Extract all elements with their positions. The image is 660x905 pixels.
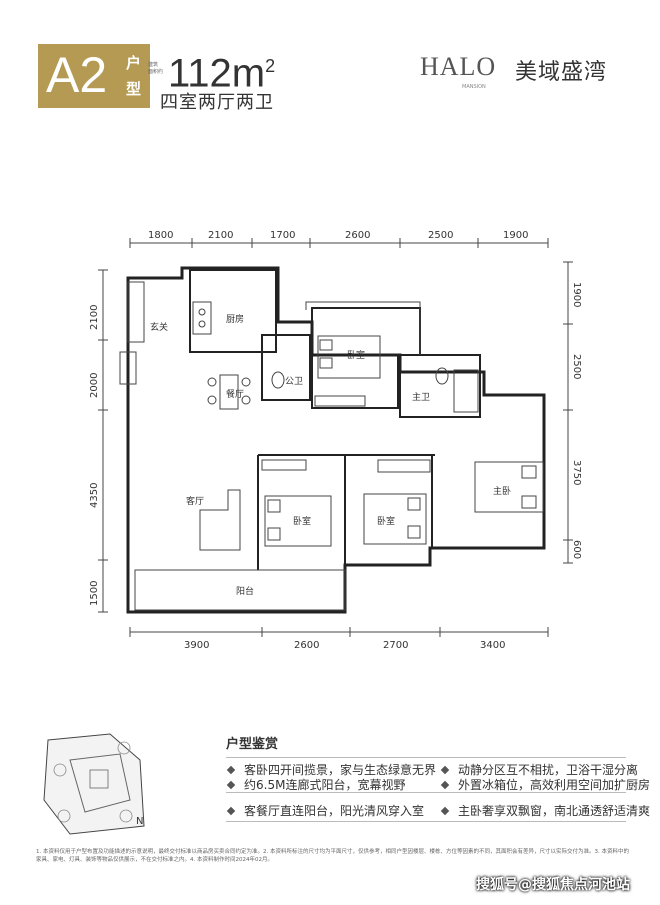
furniture: [192, 301, 544, 547]
feature-item: 客卧四开间揽景，家与生态绿意无界: [226, 761, 436, 778]
divider: [226, 792, 626, 793]
unit-area: 112m2: [168, 51, 276, 96]
room-labels: 玄关 厨房 公卫 卧室 主卫 餐厅 客厅 卧室 卧室 主卧 阳台: [150, 313, 511, 597]
room-public-bath: 公卫: [285, 376, 303, 387]
divider: [226, 757, 626, 758]
dim-top-4: 2600: [345, 230, 370, 241]
room-balcony: 阳台: [236, 585, 254, 597]
dimension-labels: 1800 2100 1700 2600 2500 1900 3900 2600 …: [89, 230, 582, 651]
watermark: 搜狐号@搜狐焦点河池站: [476, 877, 630, 893]
dimension-lines: [98, 238, 573, 637]
dim-left-2: 2000: [89, 373, 100, 398]
dim-right-2: 2500: [571, 354, 582, 379]
feature-item: 动静分区互不相扰，卫浴干湿分离: [440, 761, 638, 778]
bullet-icon: [440, 765, 450, 775]
dim-top-2: 2100: [208, 230, 233, 241]
room-dining: 餐厅: [226, 388, 244, 400]
room-entrance: 玄关: [150, 321, 168, 333]
dim-top-5: 2500: [428, 230, 453, 241]
dim-bottom-1: 3900: [184, 640, 209, 651]
dim-right-1: 1900: [571, 282, 582, 307]
feature-item: 客餐厅直连阳台，阳光清风穿入室: [226, 802, 424, 819]
bullet-icon: [226, 780, 236, 790]
bullet-icon: [440, 806, 450, 816]
bullet-icon: [440, 780, 450, 790]
bullet-icon: [226, 765, 236, 775]
dim-right-3: 3750: [571, 460, 582, 485]
disclaimer-notes: 1. 本资料仅用于户型布置及功能描述的示意说明，最终交付标准以商品房买卖合同约定…: [36, 849, 629, 863]
dim-bottom-3: 2700: [383, 640, 408, 651]
dim-bottom-2: 2600: [294, 640, 319, 651]
feature-item: 主卧奢享双飘窗，南北通透舒适清爽: [440, 802, 650, 819]
logo-english: HALO: [420, 52, 497, 81]
room-bedroom-b: 卧室: [377, 515, 395, 527]
unit-suffix: 户型: [126, 54, 142, 98]
compass-icon: N: [136, 816, 144, 827]
room-master-bath: 主卫: [412, 391, 430, 403]
feature-item: 外置冰箱位，高效利用空间加扩厨房: [440, 776, 650, 793]
dim-left-1: 2100: [89, 305, 100, 330]
room-bedroom-a: 卧室: [293, 515, 311, 527]
room-bedroom-top: 卧室: [347, 349, 365, 361]
divider: [226, 821, 626, 822]
area-caption: 建筑面积约: [148, 62, 164, 75]
walls: [119, 266, 546, 614]
dim-right-4: 600: [571, 540, 582, 559]
logo-subtitle: MANSION: [462, 84, 486, 90]
unit-code: A2: [46, 47, 108, 103]
room-living: 客厅: [186, 495, 204, 507]
room-master-bedroom: 主卧: [493, 485, 511, 497]
dim-left-4: 1500: [89, 581, 100, 606]
feature-item: 约6.5M连廊式阳台，宽幕视野: [226, 776, 405, 793]
dim-top-1: 1800: [148, 230, 173, 241]
room-kitchen: 厨房: [226, 313, 244, 325]
layout-description: 四室两厅两卫: [160, 92, 274, 113]
site-plan-thumbnail: [43, 733, 145, 835]
dim-bottom-4: 3400: [480, 640, 505, 651]
brand-logo: HALO MANSION 美域盛湾: [420, 52, 606, 90]
dim-left-3: 4350: [89, 483, 100, 508]
bullet-icon: [226, 806, 236, 816]
dim-top-6: 1900: [503, 230, 528, 241]
dim-top-3: 1700: [270, 230, 295, 241]
unit-type-badge: A2 户型: [38, 44, 150, 108]
logo-chinese: 美域盛湾: [515, 60, 608, 85]
features-title: 户型鉴赏: [226, 737, 279, 752]
